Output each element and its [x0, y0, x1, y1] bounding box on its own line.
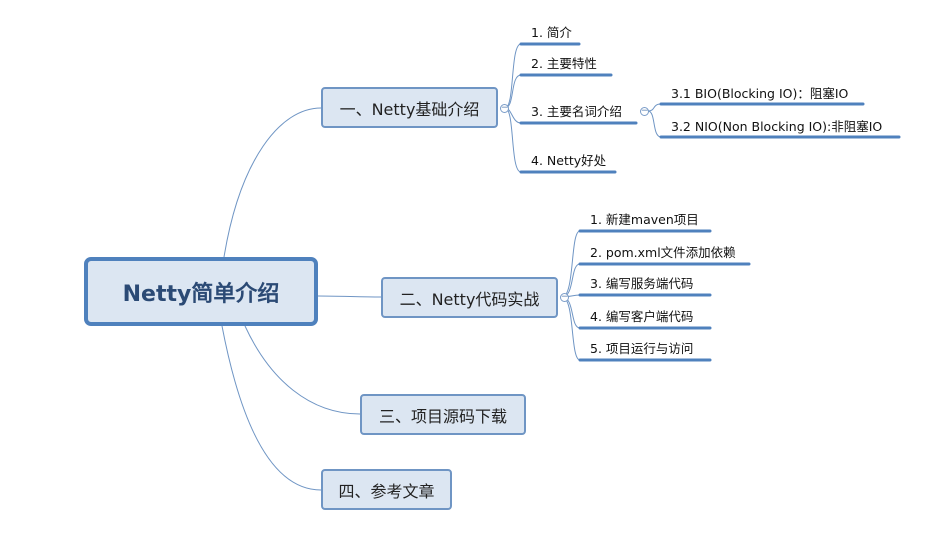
subtopic-terms[interactable]: 3. 主要名词介绍	[531, 104, 622, 119]
link-c3-s2	[647, 110, 662, 138]
root-topic[interactable]: Netty简单介绍	[84, 257, 318, 326]
subtopic-bio[interactable]: 3.1 BIO(Blocking IO)：阻塞IO	[671, 86, 849, 101]
link-root-branch2	[317, 295, 382, 298]
subtopic-run-and-access[interactable]: 5. 项目运行与访问	[590, 341, 694, 356]
link-root-branch1	[223, 107, 322, 258]
collapse-toggle-terms-icon[interactable]: −	[640, 106, 649, 116]
subtopic-pom-dependencies[interactable]: 2. pom.xml文件添加依赖	[590, 245, 736, 260]
branch-topic-source-download[interactable]: 三、项目源码下载	[360, 394, 526, 435]
branch-topic-references[interactable]: 四、参考文章	[321, 469, 452, 510]
collapse-toggle-code-icon[interactable]: −	[560, 292, 569, 302]
subtopic-features[interactable]: 2. 主要特性	[531, 56, 597, 71]
subtopic-client-code[interactable]: 4. 编写客户端代码	[590, 309, 694, 324]
link-root-branch3	[244, 325, 361, 415]
link-c3-s1	[647, 103, 662, 112]
collapse-toggle-basics-icon[interactable]: −	[500, 103, 509, 113]
subtopic-intro[interactable]: 1. 简介	[531, 25, 572, 40]
subtopic-new-maven-project[interactable]: 1. 新建maven项目	[590, 212, 699, 227]
link-root-branch4	[221, 325, 322, 491]
branch-topic-code-practice[interactable]: 二、Netty代码实战	[381, 277, 558, 318]
branch-topic-basics[interactable]: 一、Netty基础介绍	[321, 87, 498, 128]
subtopic-benefits[interactable]: 4. Netty好处	[531, 153, 607, 168]
subtopic-nio[interactable]: 3.2 NIO(Non Blocking IO):非阻塞IO	[671, 119, 883, 134]
subtopic-server-code[interactable]: 3. 编写服务端代码	[590, 276, 694, 291]
